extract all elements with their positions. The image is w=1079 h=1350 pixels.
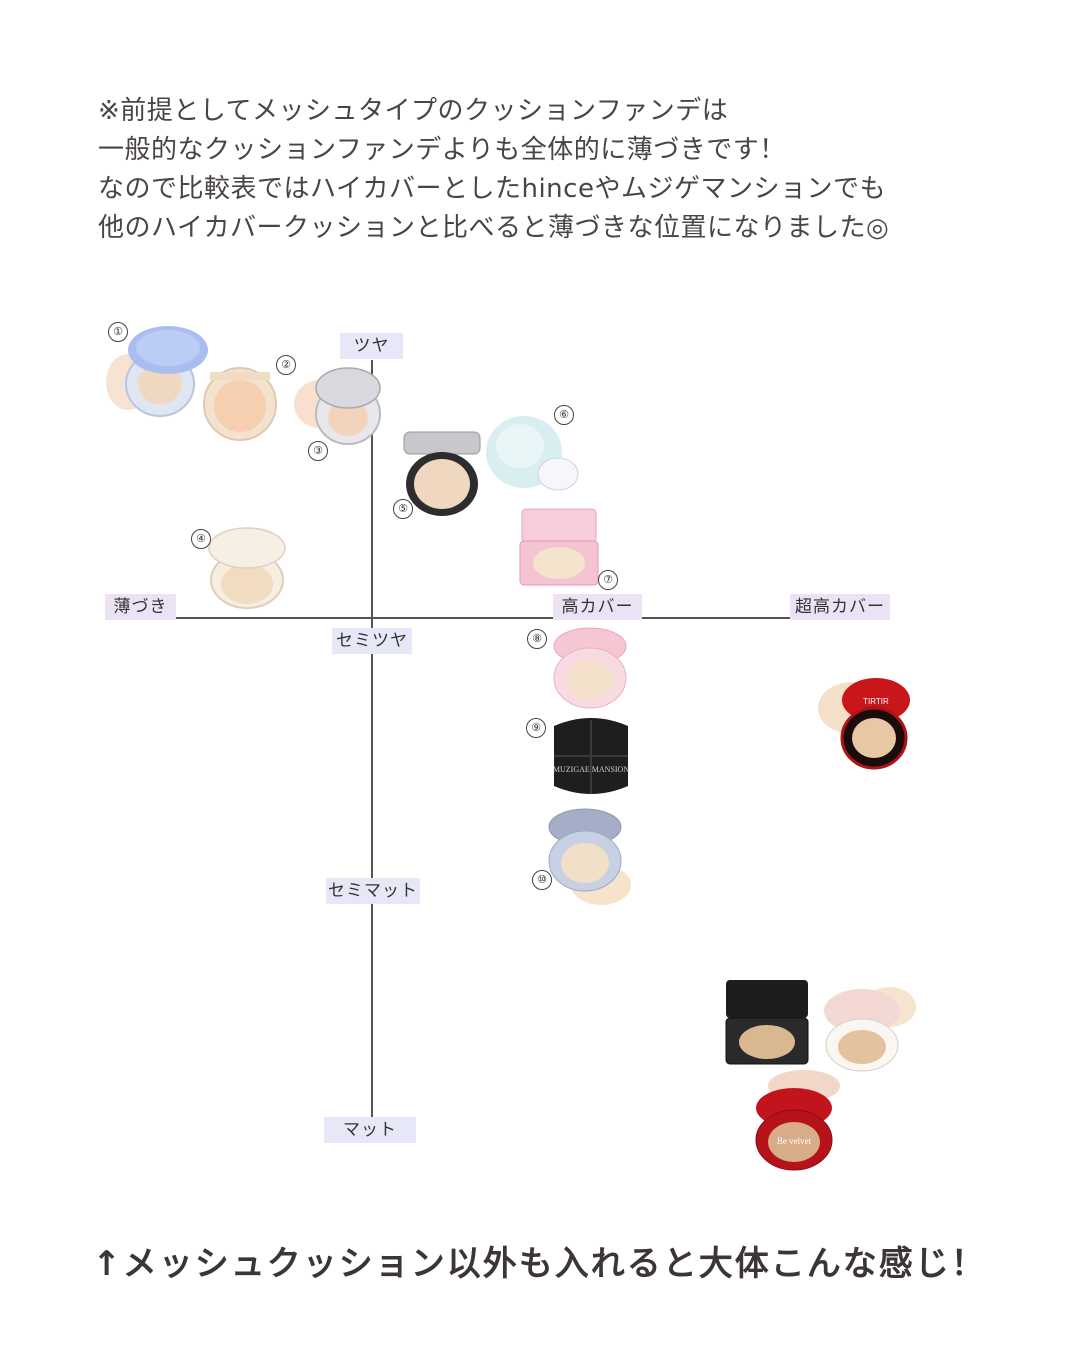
cushion-product-5 (403, 431, 481, 516)
be-velvet-logo-text: Be velvet (777, 1136, 812, 1146)
axis-label-light-coverage: 薄づき (105, 594, 176, 620)
cushion-product-9: MUZIGAE MANSION (553, 718, 629, 794)
cushion-black-square (725, 980, 809, 1065)
cushion-product-6 (486, 416, 579, 491)
tirtir-logo-text: TIRTIR (863, 697, 889, 706)
marker-10: ⑩ (532, 870, 552, 890)
vertical-axis (371, 360, 373, 1130)
axis-label-high-coverage: 高カバー (553, 594, 642, 620)
marker-6: ⑥ (554, 405, 574, 425)
marker-5: ⑤ (393, 499, 413, 519)
marker-2: ② (276, 355, 296, 375)
marker-4: ④ (191, 529, 211, 549)
cushion-product-10 (548, 808, 631, 905)
horizontal-axis (176, 617, 790, 619)
marker-1: ① (108, 322, 128, 342)
marker-3: ③ (308, 441, 328, 461)
intro-line-2: 一般的なクッションファンデよりも全体的に薄づきです！ (98, 135, 786, 165)
cushion-red-velvet: Be velvet (755, 1070, 840, 1171)
muzigae-logo-text: MUZIGAE MANSION (553, 765, 629, 774)
footer-caption: ↑メッシュクッション以外も入れると大体こんな感じ！ (92, 1244, 987, 1284)
intro-line-1: ※前提としてメッシュタイプのクッションファンデは (98, 96, 729, 126)
intro-line-3: なので比較表ではハイカバーとしたhinceやムジゲマンションでも (98, 174, 886, 204)
intro-text: ※前提としてメッシュタイプのクッションファンデは 一般的なクッションファンデより… (98, 92, 998, 248)
cushion-product-3 (294, 367, 381, 445)
axis-label-super-high-coverage: 超高カバー (790, 594, 890, 620)
cushion-pink-white (824, 987, 916, 1072)
intro-line-4: 他のハイカバークッションと比べると薄づきな位置になりました◎ (98, 213, 890, 243)
cushion-product-1 (106, 326, 208, 417)
axis-label-matte: マット (324, 1117, 416, 1143)
marker-8: ⑧ (527, 629, 547, 649)
cushion-product-8 (553, 627, 627, 709)
axis-label-semi-glow: セミツヤ (332, 628, 412, 654)
cushion-product-4 (208, 527, 286, 609)
marker-9: ⑨ (526, 718, 546, 738)
axis-label-semi-matte: セミマット (326, 878, 420, 904)
axis-label-glow: ツヤ (340, 333, 403, 359)
cushion-tirtir-red: TIRTIR (818, 678, 910, 770)
cushion-product-7 (519, 508, 599, 586)
cushion-product-2 (203, 367, 277, 441)
marker-7: ⑦ (598, 570, 618, 590)
